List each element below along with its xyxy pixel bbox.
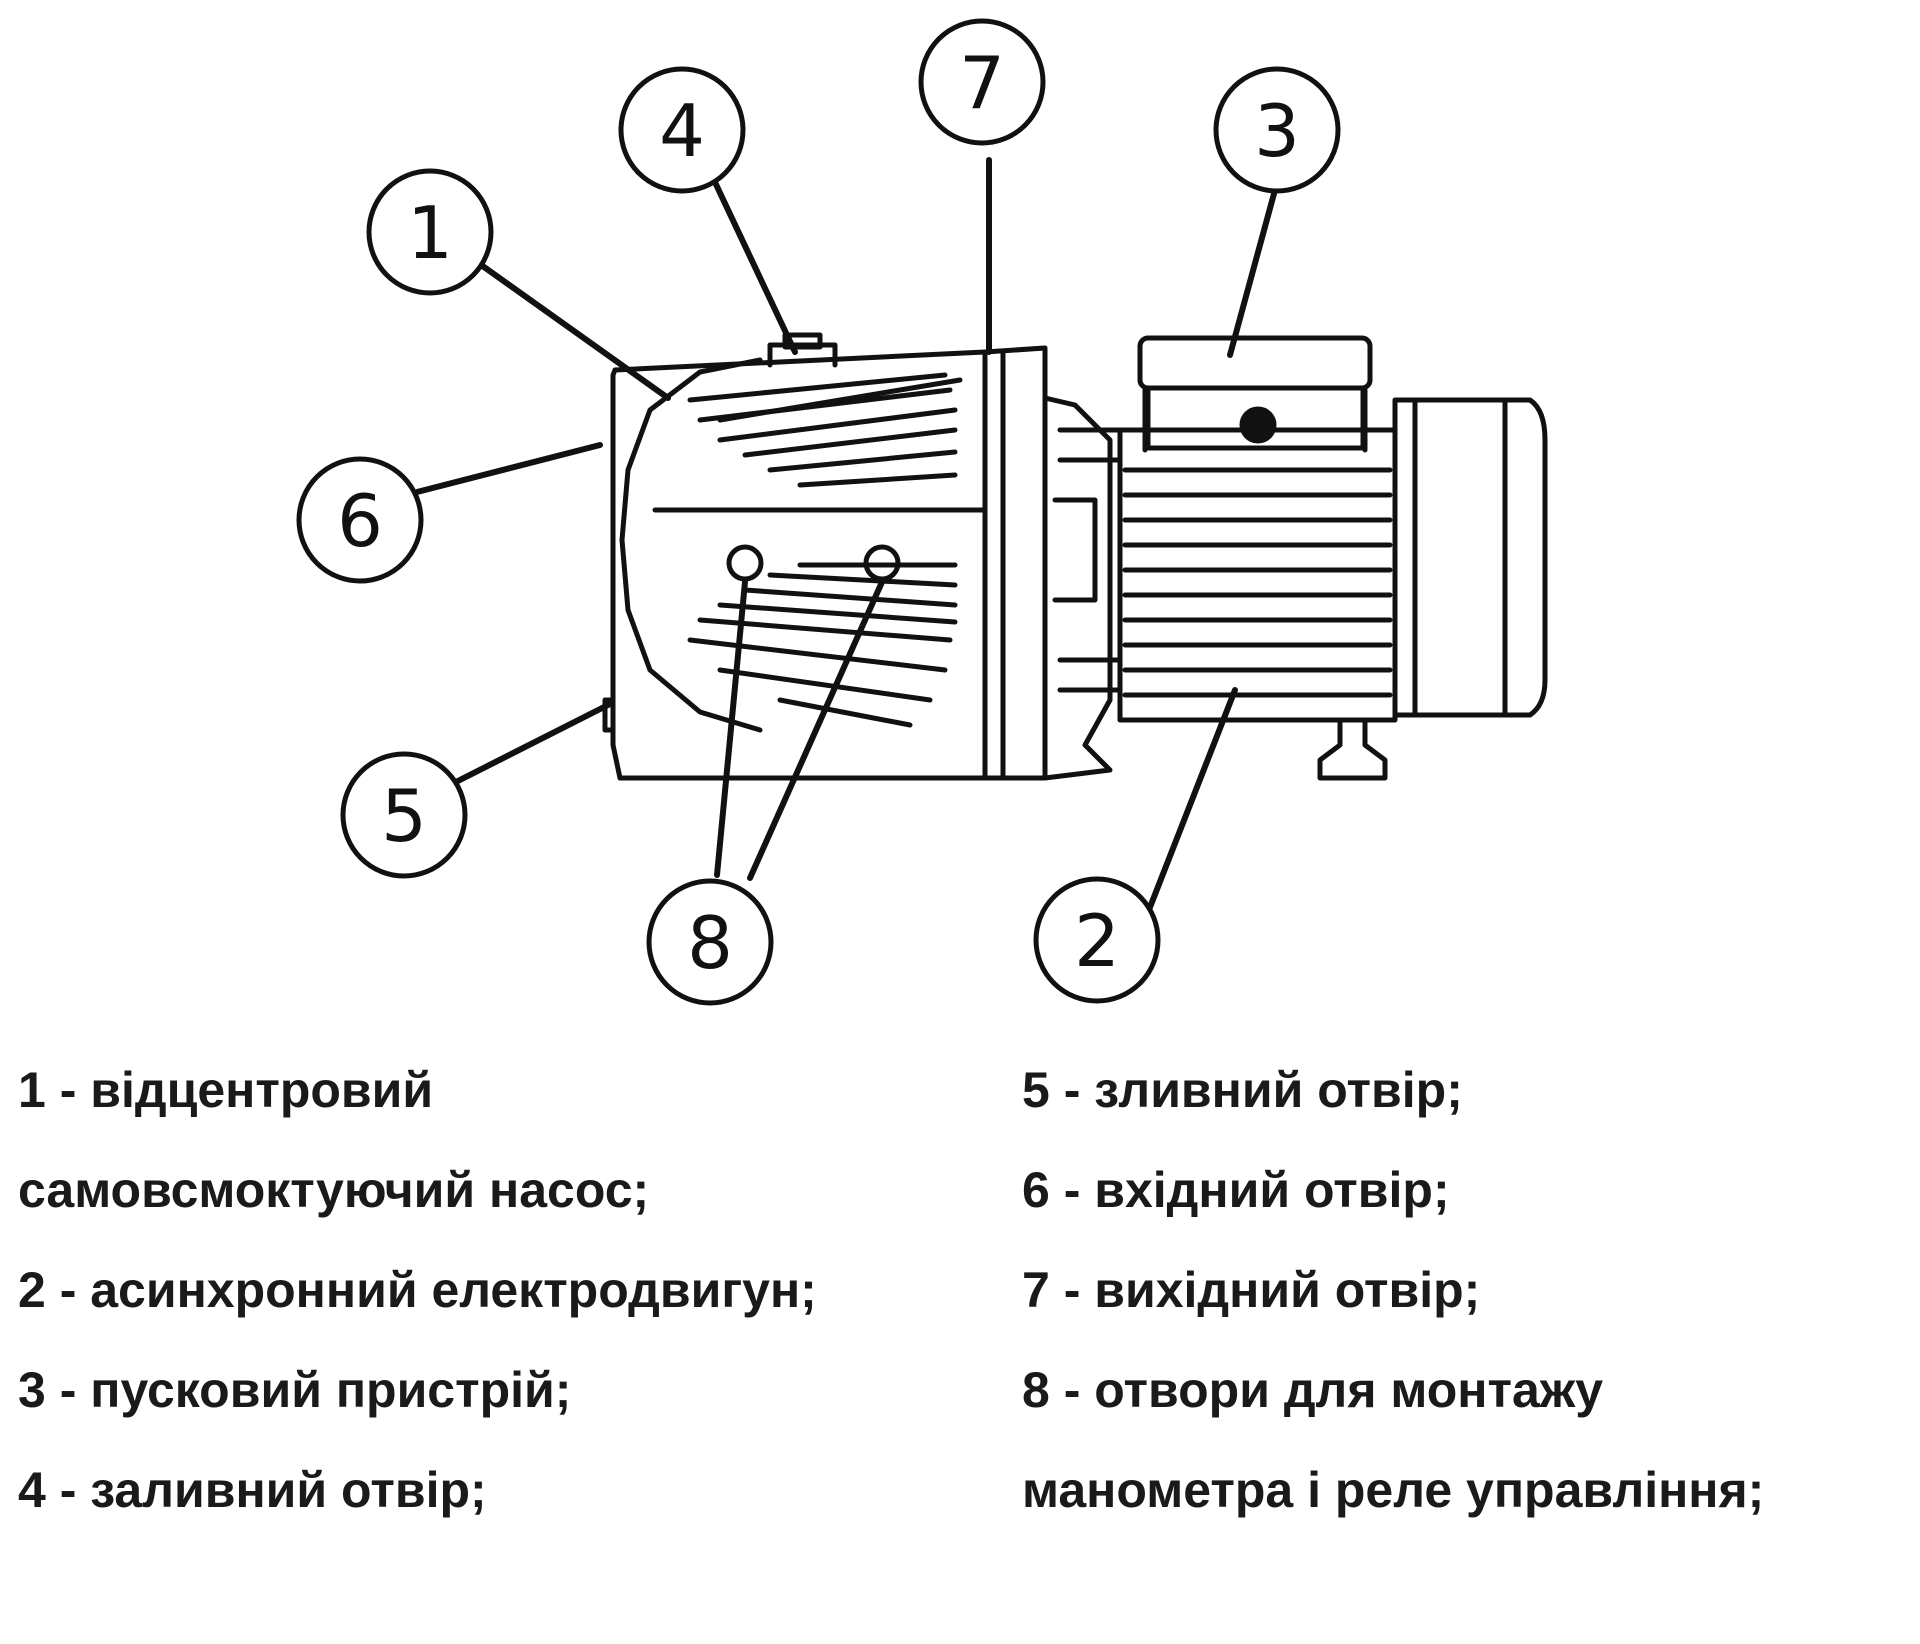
pump-diagram: 1 2 3 4 5 6 7 8 [296, 18, 1548, 1006]
mounting-hole-1 [726, 544, 764, 582]
callout-1-label: 1 [407, 191, 453, 275]
legend-item-8-continued: манометра і реле управління; [1022, 1462, 1765, 1518]
callout-3: 3 [1213, 66, 1341, 194]
legend-left-column: 1 - відцентровий самовсмоктуючий насос; … [18, 1040, 978, 1540]
callout-2-label: 2 [1074, 899, 1120, 983]
callout-8: 8 [646, 878, 774, 1006]
pump-drawing [602, 332, 1548, 781]
callout-5-label: 5 [381, 774, 427, 858]
callout-5: 5 [340, 751, 468, 879]
starter-box [1137, 335, 1373, 453]
callout-7: 7 [918, 18, 1046, 146]
electric-motor [1117, 397, 1548, 781]
callout-4: 4 [618, 66, 746, 194]
legend-item-4: 4 - заливний отвір; [18, 1462, 487, 1518]
callout-1: 1 [366, 168, 494, 296]
legend-item-5: 5 - зливний отвір; [1022, 1062, 1463, 1118]
callout-2: 2 [1033, 876, 1161, 1004]
legend-item-6: 6 - вхідний отвір; [1022, 1162, 1450, 1218]
pump-housing [610, 332, 1048, 781]
callout-8-label: 8 [687, 901, 733, 985]
callout-6: 6 [296, 456, 424, 584]
motor-bracket [1042, 395, 1123, 781]
legend-item-2: 2 - асинхронний електродвигун; [18, 1262, 817, 1318]
callout-4-label: 4 [659, 89, 705, 173]
leader-lines [414, 157, 1278, 923]
legend-item-1-continued: самовсмоктуючий насос; [18, 1162, 650, 1218]
callout-3-label: 3 [1254, 89, 1300, 173]
callout-6-label: 6 [337, 479, 383, 563]
legend-item-8: 8 - отвори для монтажу [1022, 1362, 1604, 1418]
mounting-hole-2 [863, 544, 901, 582]
legend-item-7: 7 - вихідний отвір; [1022, 1262, 1481, 1318]
callout-7-label: 7 [959, 41, 1005, 125]
legend-right-column: 5 - зливний отвір; 6 - вхідний отвір; 7 … [1022, 1040, 1902, 1540]
legend-item-1: 1 - відцентровий [18, 1062, 434, 1118]
legend-item-3: 3 - пусковий пристрій; [18, 1362, 572, 1418]
